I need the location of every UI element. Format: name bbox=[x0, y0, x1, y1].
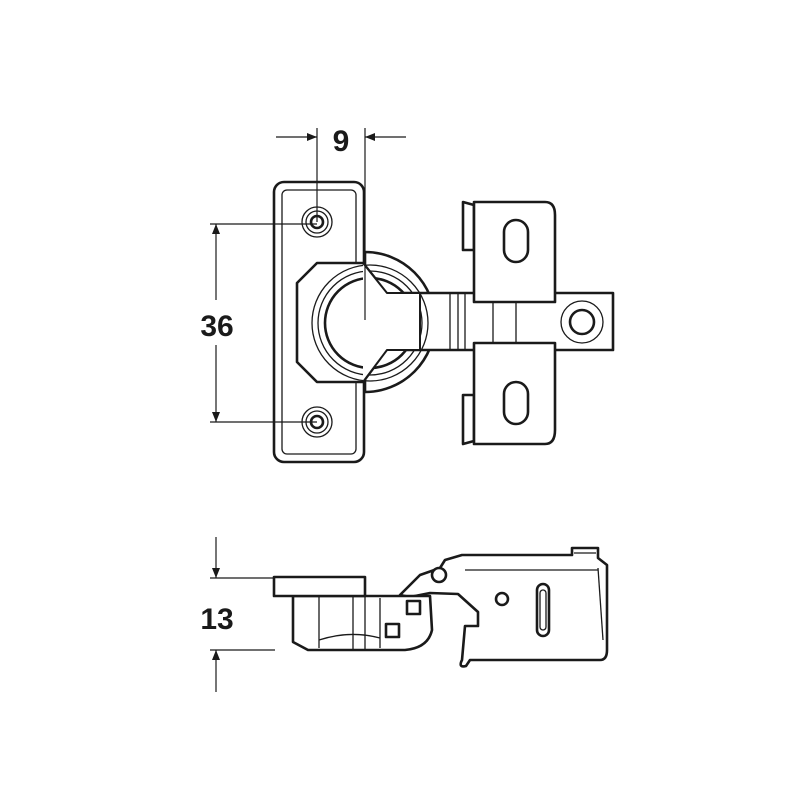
rivet bbox=[494, 591, 510, 607]
cup-side bbox=[291, 594, 434, 652]
side-view bbox=[272, 546, 609, 668]
arm-eye bbox=[560, 300, 604, 344]
mounting-plate-top-wing bbox=[461, 200, 557, 304]
dimension-9: 9 bbox=[276, 125, 406, 320]
pivot-pin bbox=[430, 566, 448, 584]
mounting-plate-bottom-wing bbox=[461, 341, 557, 446]
dimension-label-9: 9 bbox=[333, 125, 350, 158]
hinge-arm-side bbox=[398, 546, 609, 668]
adjustment-slot bbox=[535, 582, 551, 638]
dimension-label-36: 36 bbox=[200, 310, 233, 343]
dimension-13: 13 bbox=[200, 537, 275, 692]
rivet-square-2 bbox=[384, 622, 401, 639]
top-view bbox=[272, 180, 615, 464]
dimension-label-13: 13 bbox=[200, 603, 233, 636]
dimension-36: 36 bbox=[200, 223, 317, 423]
rivet-square-1 bbox=[405, 599, 422, 616]
cup-flange-side bbox=[272, 575, 367, 598]
